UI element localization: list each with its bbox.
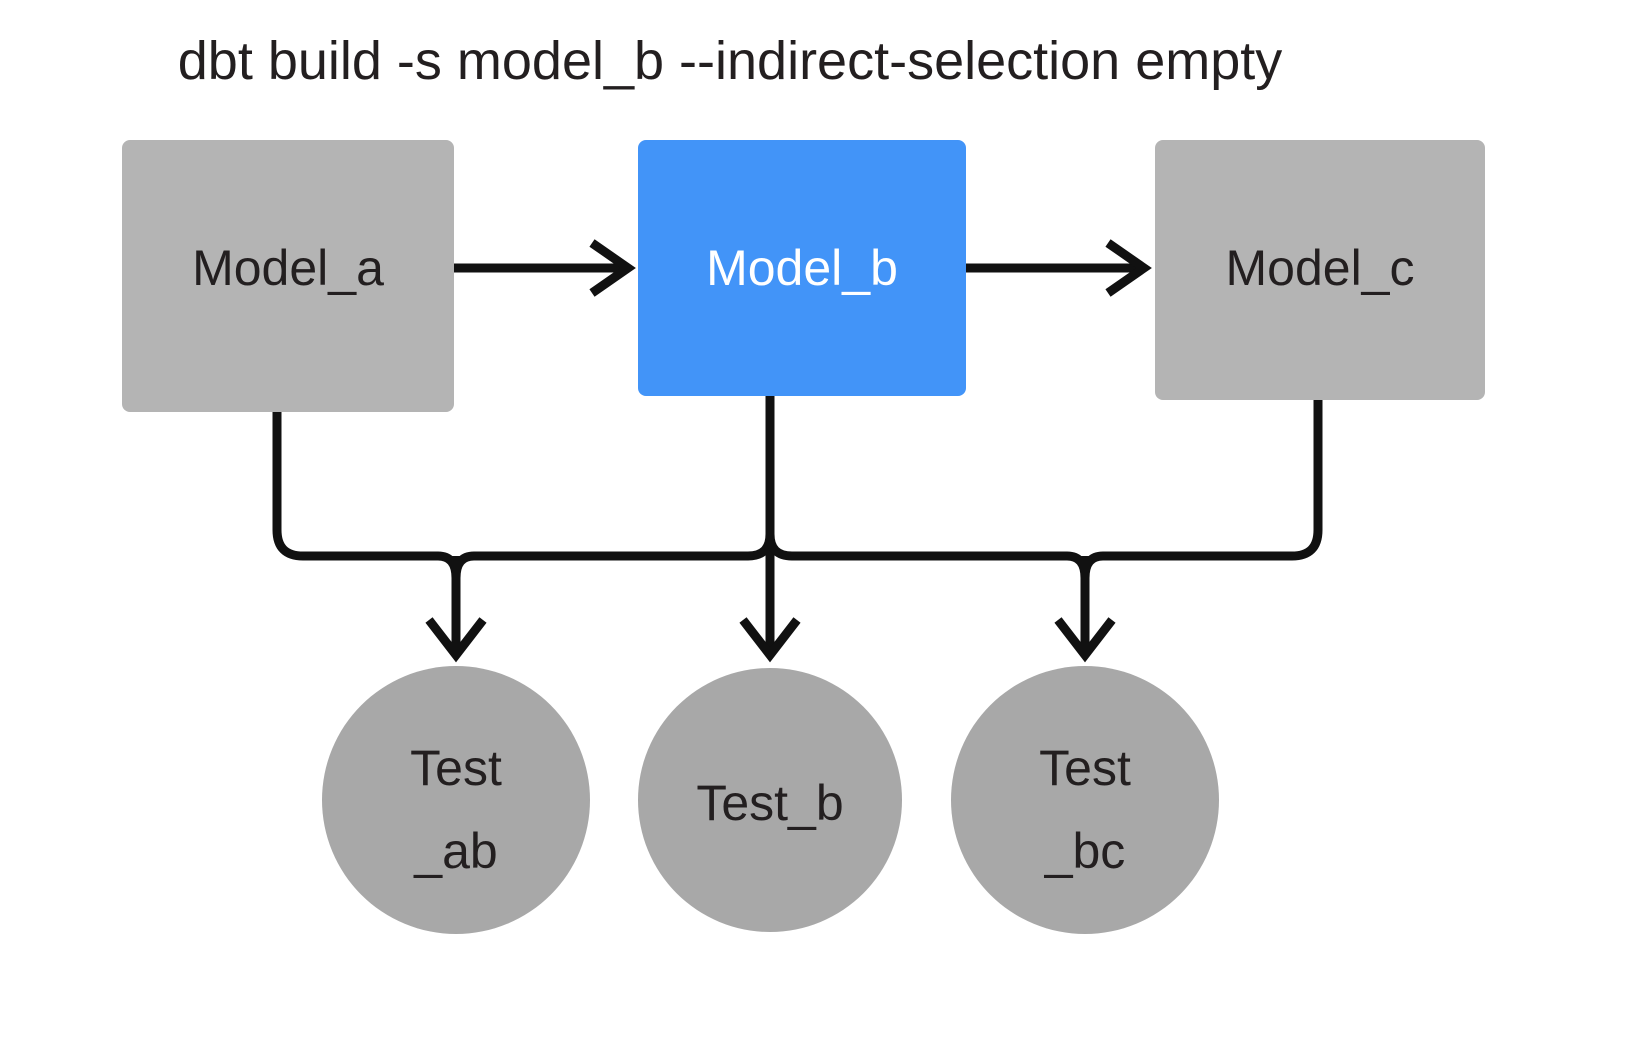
- node-test-bc-label-line-1: Test: [1039, 740, 1131, 796]
- node-test-ab[interactable]: Test _ab: [322, 666, 590, 934]
- edge-layer: [272, 239, 1323, 663]
- node-test-b[interactable]: Test_b: [638, 668, 902, 932]
- arrowhead-icon-test-b-in: [739, 617, 801, 663]
- node-model-b-label: Model_b: [706, 240, 898, 296]
- node-test-ab-shape[interactable]: [322, 666, 590, 934]
- arrowhead-icon-test-ab-in: [425, 617, 487, 663]
- node-test-bc-label-line-2: _bc: [1044, 823, 1126, 879]
- diagram-title: dbt build -s model_b --indirect-selectio…: [178, 31, 1283, 91]
- node-test-ab-label-line-1: Test: [410, 740, 502, 796]
- edge-model-b-to-model-c: [966, 239, 1152, 297]
- node-model-b[interactable]: Model_b: [638, 140, 966, 396]
- edge-line-model-b-to-test-bc: [765, 396, 1090, 579]
- node-model-c-shape[interactable]: [1155, 140, 1485, 400]
- edge-model-c-to-test-bc: [1080, 400, 1323, 579]
- test-node-layer: Test _ab Test_b Test _bc: [322, 666, 1219, 934]
- edge-model-b-to-test-bc: [765, 396, 1090, 579]
- node-test-ab-label-line-2: _ab: [413, 823, 497, 879]
- node-test-bc[interactable]: Test _bc: [951, 666, 1219, 934]
- node-model-a-shape[interactable]: [122, 140, 454, 412]
- model-node-layer: Model_a Model_b Model_c: [122, 140, 1485, 412]
- edge-model-a-to-test-ab: [272, 412, 461, 579]
- arrowhead-icon-test-bc-in: [1054, 617, 1116, 663]
- node-test-bc-shape[interactable]: [951, 666, 1219, 934]
- node-model-c-label: Model_c: [1226, 240, 1415, 296]
- node-model-a-label: Model_a: [192, 240, 384, 296]
- node-test-b-label-line-1: Test_b: [696, 775, 843, 831]
- edge-line-model-c-to-test-bc: [1080, 400, 1323, 579]
- node-model-a[interactable]: Model_a: [122, 140, 454, 412]
- arrowhead-icon-model-c-in: [1105, 239, 1152, 297]
- edge-line-model-a-to-test-ab: [272, 412, 461, 579]
- edge-line-model-b-to-test-ab: [451, 396, 775, 579]
- node-test-b-shape[interactable]: [638, 668, 902, 932]
- edge-model-a-to-model-b: [452, 239, 636, 297]
- arrowhead-icon-model-b-in: [589, 239, 636, 297]
- node-model-b-shape[interactable]: [638, 140, 966, 396]
- node-model-c[interactable]: Model_c: [1155, 140, 1485, 400]
- edge-model-b-to-test-ab: [451, 396, 775, 579]
